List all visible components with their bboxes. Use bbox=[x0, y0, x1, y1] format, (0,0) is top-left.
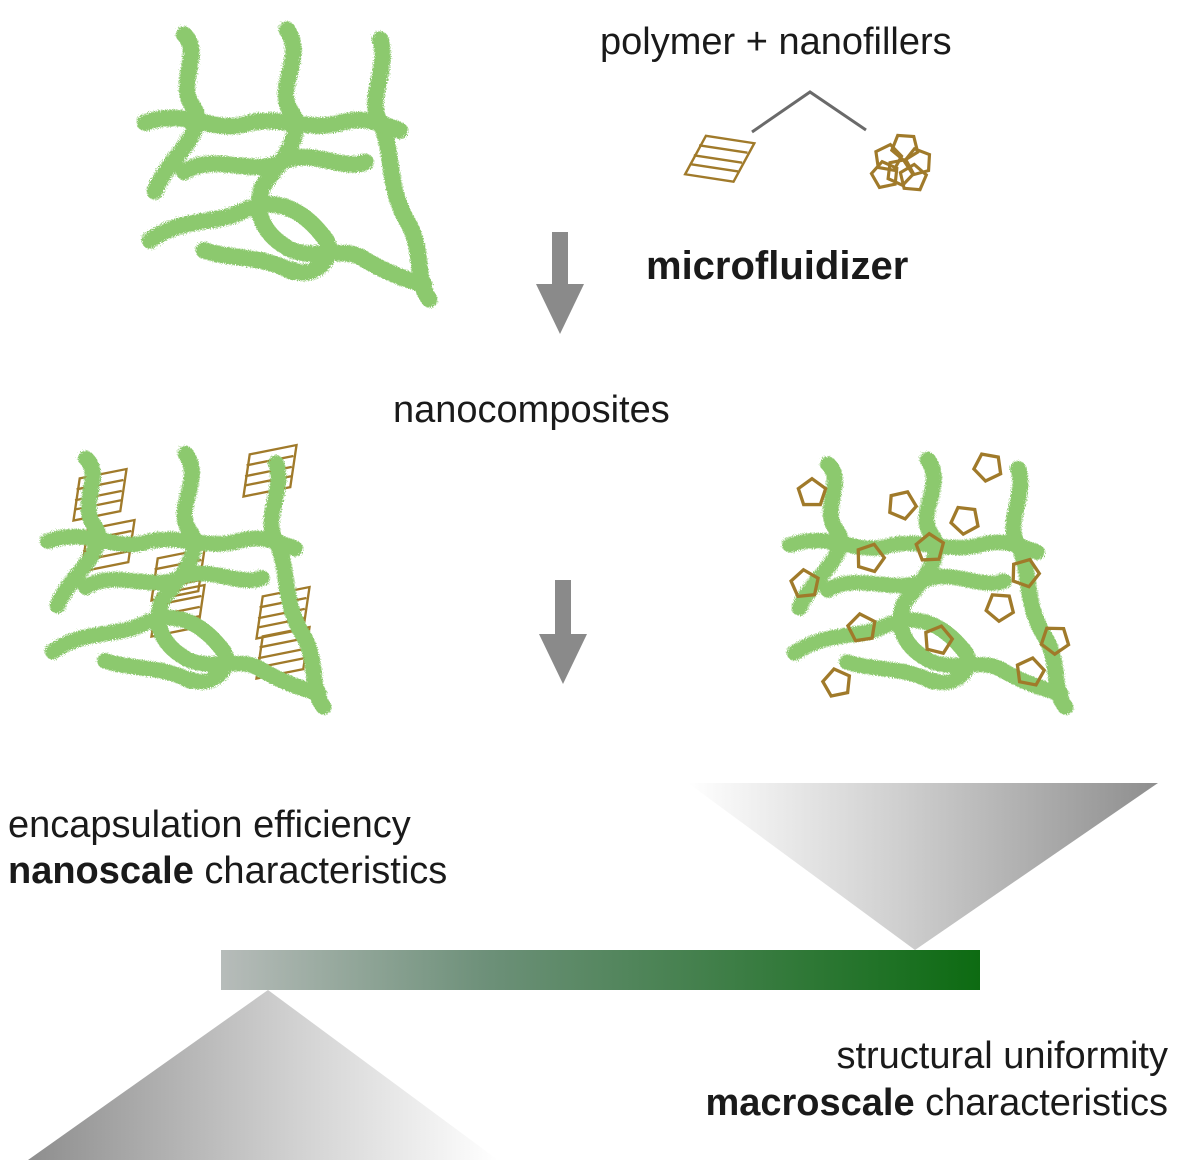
nanoparticle bbox=[968, 445, 1010, 487]
bottom-wedge bbox=[28, 990, 498, 1160]
top-wedge bbox=[688, 783, 1158, 950]
particle-nanocomposite-icon bbox=[789, 445, 1077, 707]
nanoparticle bbox=[883, 484, 922, 523]
process-label: microfluidizer bbox=[646, 244, 909, 288]
arrow-head bbox=[536, 284, 584, 334]
filler-connector-line bbox=[751, 90, 867, 134]
macroscale-characteristics-label: macroscale characteristics bbox=[705, 1081, 1168, 1125]
nanoparticle bbox=[945, 498, 987, 540]
arrow-head bbox=[539, 634, 587, 684]
nanoparticle bbox=[796, 477, 828, 507]
layered-nanoplatelet-icon bbox=[683, 123, 756, 195]
arrow-shaft bbox=[552, 232, 568, 288]
product-arrow-down-icon bbox=[539, 580, 587, 684]
macroscale-characteristics-text: characteristics bbox=[914, 1082, 1168, 1124]
nanoscale-characteristics-text: characteristics bbox=[193, 850, 448, 892]
nanoparticle bbox=[980, 585, 1022, 627]
pentagon-nanoparticle-cluster-icon bbox=[867, 126, 936, 194]
product-label: nanocomposites bbox=[393, 389, 670, 431]
nanoscale-characteristics-label: nanoscale characteristics bbox=[8, 849, 447, 893]
layered-nanocomposite-icon bbox=[48, 443, 324, 707]
inputs-label: polymer + nanofillers bbox=[600, 21, 952, 63]
balance-gradient-bar bbox=[221, 950, 980, 990]
polymer-chain bbox=[48, 454, 324, 707]
macroscale-property-label: structural uniformity bbox=[836, 1035, 1168, 1077]
nanoplatelet bbox=[683, 123, 756, 195]
nanoscale-property-label: encapsulation efficiency bbox=[8, 804, 411, 846]
polymer-chain bbox=[145, 30, 429, 300]
process-arrow-down-icon bbox=[536, 232, 584, 334]
polymer-network-icon bbox=[145, 30, 429, 300]
nanoscale-keyword: nanoscale bbox=[8, 850, 194, 892]
nanoparticle bbox=[897, 161, 929, 192]
arrow-shaft bbox=[555, 580, 571, 638]
macroscale-keyword: macroscale bbox=[705, 1082, 915, 1124]
